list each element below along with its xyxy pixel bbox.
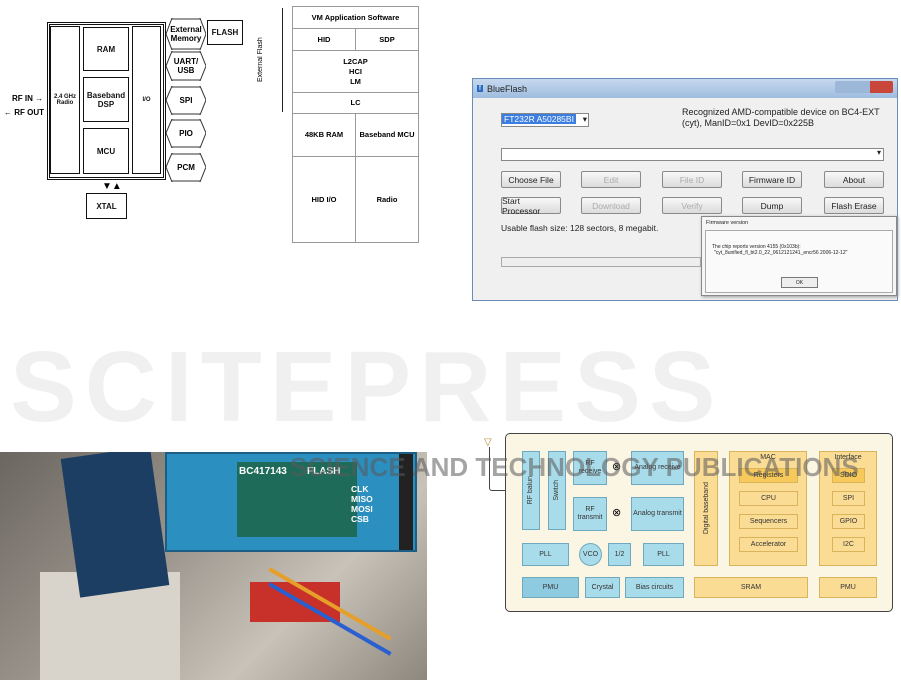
dump-button[interactable]: Dump [742,197,802,214]
edit-button[interactable]: Edit [581,171,641,188]
dsp-block: Baseband DSP [83,77,129,122]
stack-baseband-mcu: Baseband MCU [355,113,419,157]
digital-baseband: Digital baseband [694,451,718,566]
xtal-arrows: ▼▲ [102,181,122,192]
progress-bar [501,257,701,267]
device-select[interactable]: FT232R A50285BI▾ [501,113,589,127]
stack-hid-io: HID I/O [292,156,356,243]
bluetooth-module [60,452,170,598]
if-sdio: SDIO [832,468,865,483]
flash-erase-button[interactable]: Flash Erase [824,197,884,214]
mixer-icon: ⊗ [612,461,622,473]
rf-receive: RF receive [573,451,607,485]
firmware-dialog: Firmware version The chip reports versio… [701,216,897,296]
port-external-memory: External Memory [166,18,206,50]
port-pcm: PCM [166,153,206,182]
switch: Switch [548,451,566,530]
antenna-icon: ▽ [484,437,492,448]
start-processor-button[interactable]: Start Processor [501,196,561,216]
crystal: Crystal [585,577,620,598]
dialog-line1: The chip reports version 4155 (0x103b): [712,244,801,250]
rf-in-label: RF IN → [12,94,44,103]
mac-accelerator: Accelerator [739,537,798,552]
flash-range-arrow [282,8,283,112]
bias-circuits: Bias circuits [625,577,684,598]
stack-vm: VM Application Software [292,6,419,29]
stack-radio: Radio [355,156,419,243]
if-gpio: GPIO [832,514,865,529]
window-controls[interactable] [835,81,893,93]
firmware-id-button[interactable]: Firmware ID [742,171,802,188]
port-uart-usb: UART/ USB [166,51,206,81]
flash-block: FLASH [207,20,243,45]
port-pio: PIO [166,119,206,148]
if-spi: SPI [832,491,865,506]
pll-2: PLL [643,543,684,566]
rf-transmit: RF transmit [573,497,607,531]
file-id-button[interactable]: File ID [662,171,722,188]
io-block: I/O [132,26,161,174]
sram: SRAM [694,577,808,598]
dialog-title: Firmware version [706,220,749,226]
file-combo[interactable]: ▾ [501,148,884,161]
port-spi: SPI [166,86,206,115]
stack-sdp: SDP [355,28,419,51]
stack-lc: LC [292,92,419,114]
verify-button[interactable]: Verify [662,197,722,214]
mac-registers: Registers [739,468,798,483]
flash-size-text: Usable flash size: 128 sectors, 8 megabi… [501,223,659,233]
mac-sequencers: Sequencers [739,514,798,529]
stack-hid: HID [292,28,356,51]
rf-out-label: ← RF OUT [4,108,45,117]
mac-cpu: CPU [739,491,798,506]
choose-file-button[interactable]: Choose File [501,171,561,188]
app-icon: f [477,85,483,92]
mixer-icon: ⊗ [612,507,622,519]
pll-1: PLL [522,543,569,566]
divider: 1/2 [608,543,631,566]
analog-receive: Analog receive [631,451,684,485]
chip-label: BC417143 [239,466,287,477]
if-i2c: I2C [832,537,865,552]
watermark: SCITEPRESS [10,331,724,443]
ram-block: RAM [83,27,129,71]
pmu-2: PMU [819,577,877,598]
download-button[interactable]: Download [581,197,641,214]
ok-button[interactable]: OK [781,277,818,288]
watermark-sub: SCIENCE AND TECHNOLOGY PUBLICATIONS [290,452,859,482]
recognized-text: Recognized AMD-compatible device on BC4-… [682,107,880,128]
rf-balun: RF balun [522,451,540,530]
vco: VCO [579,543,602,566]
flash-chip-label: FLASH [307,466,341,477]
xtal-block: XTAL [86,193,127,219]
analog-transmit: Analog transmit [631,497,684,531]
stack-ram: 48KB RAM [292,113,356,157]
about-button[interactable]: About [824,171,884,188]
dialog-line2: "cyt_8unified_fl_bt2.0_22_0612121241_enc… [714,250,848,256]
mcu-block: MCU [83,128,129,174]
radio-block: 2.4 GHz Radio [50,26,80,174]
pmu-1: PMU [522,577,579,598]
